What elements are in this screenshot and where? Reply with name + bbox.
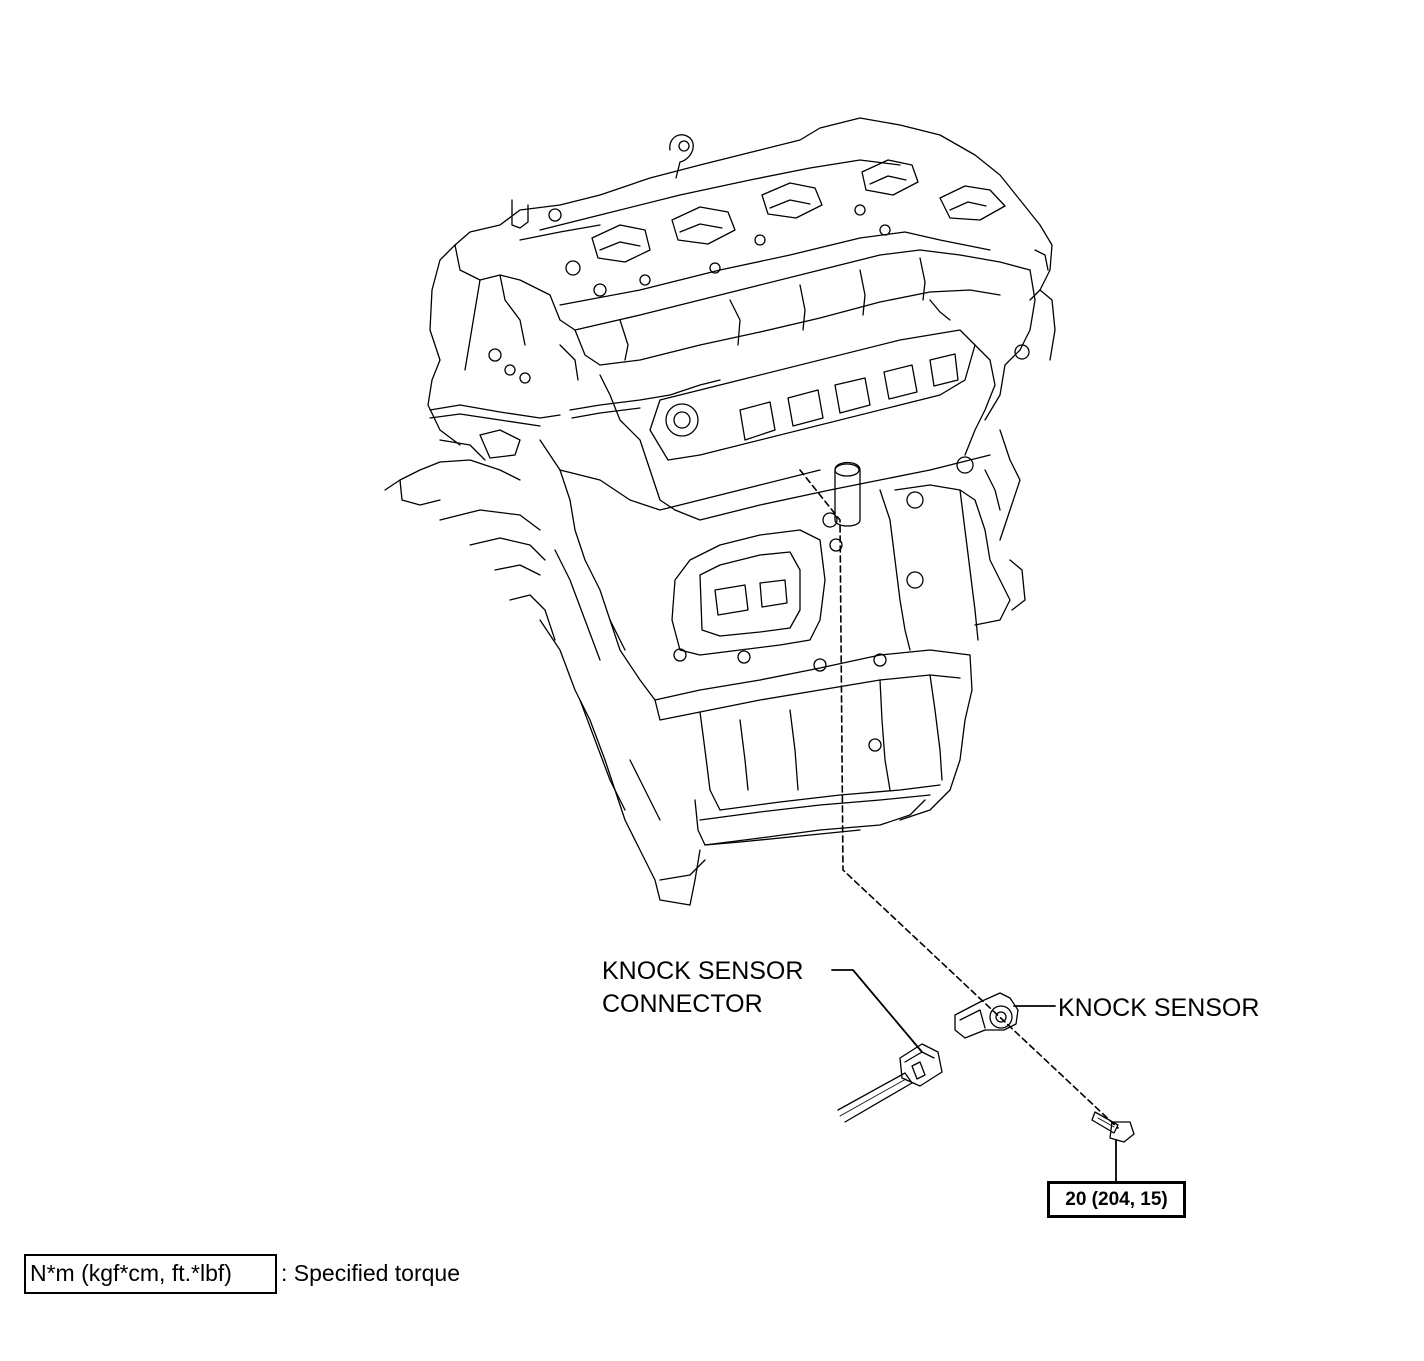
knock-sensor-connector-label-line1: KNOCK SENSOR: [602, 957, 804, 985]
bolt-illustration: [1091, 1111, 1135, 1143]
knock-sensor-connector-illustration: [837, 1043, 943, 1123]
connector-leader-line: [831, 969, 923, 1053]
torque-legend-description: : Specified torque: [281, 1260, 461, 1286]
knock-sensor-label: KNOCK SENSOR: [1058, 994, 1260, 1022]
knock-sensor-connector-label-line2: CONNECTOR: [602, 990, 763, 1018]
engine-block-illustration: [384, 117, 1056, 906]
bolt-torque-box: 20 (204, 15): [1047, 1181, 1186, 1218]
knock-sensor-illustration: [954, 992, 1019, 1039]
installation-guide-line: [799, 469, 1119, 1129]
torque-unit-legend-box: N*m (kgf*cm, ft.*lbf): [24, 1254, 277, 1294]
